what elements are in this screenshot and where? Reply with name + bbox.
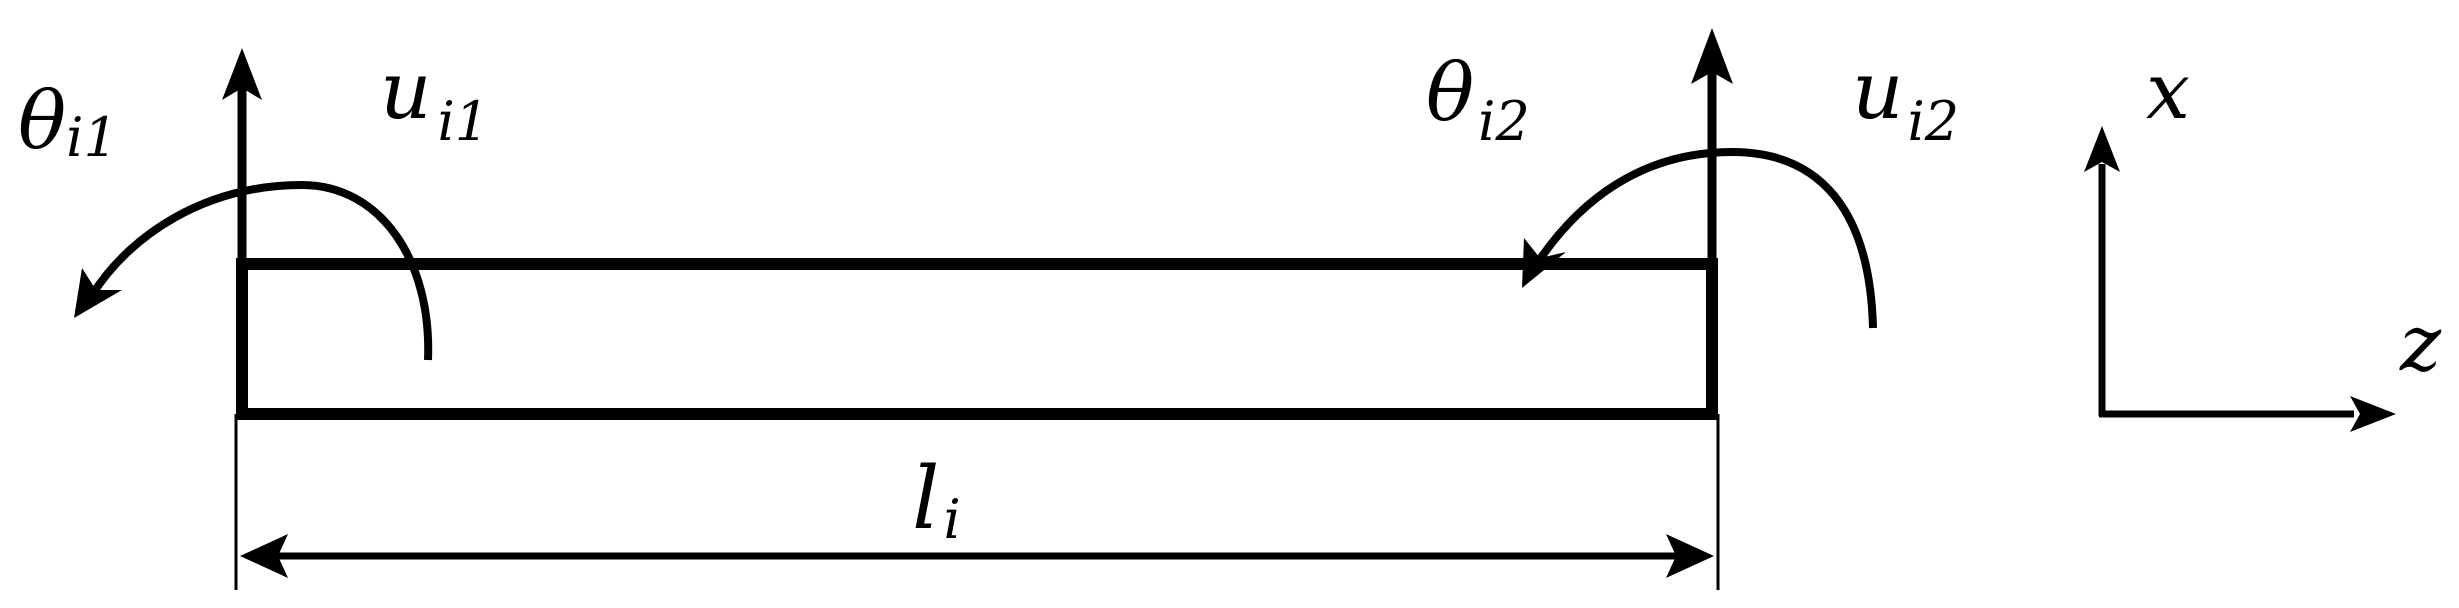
x-axis-label: x — [2146, 47, 2190, 137]
theta-i2-label: θi2 — [1426, 46, 1530, 153]
length-label: li — [912, 449, 961, 551]
theta-i1-label: θi1 — [18, 74, 118, 169]
coordinate-axes — [2084, 126, 2396, 432]
node2-rotation-arrow — [1522, 147, 1877, 329]
node1-rotation-arrow — [74, 180, 433, 361]
length-dimension — [234, 414, 1720, 590]
z-axis-arrow — [2350, 396, 2396, 432]
node2-displacement-arrow — [1691, 28, 1733, 264]
node1-displacement-arrow — [222, 48, 262, 264]
u-i2-label: ui2 — [1852, 44, 1959, 153]
x-axis-arrow — [2084, 126, 2120, 172]
dimension-arrow-left — [240, 534, 288, 578]
beam-element — [236, 258, 1718, 420]
dimension-arrow-right — [1666, 534, 1714, 578]
z-axis-label: z — [2399, 299, 2442, 389]
